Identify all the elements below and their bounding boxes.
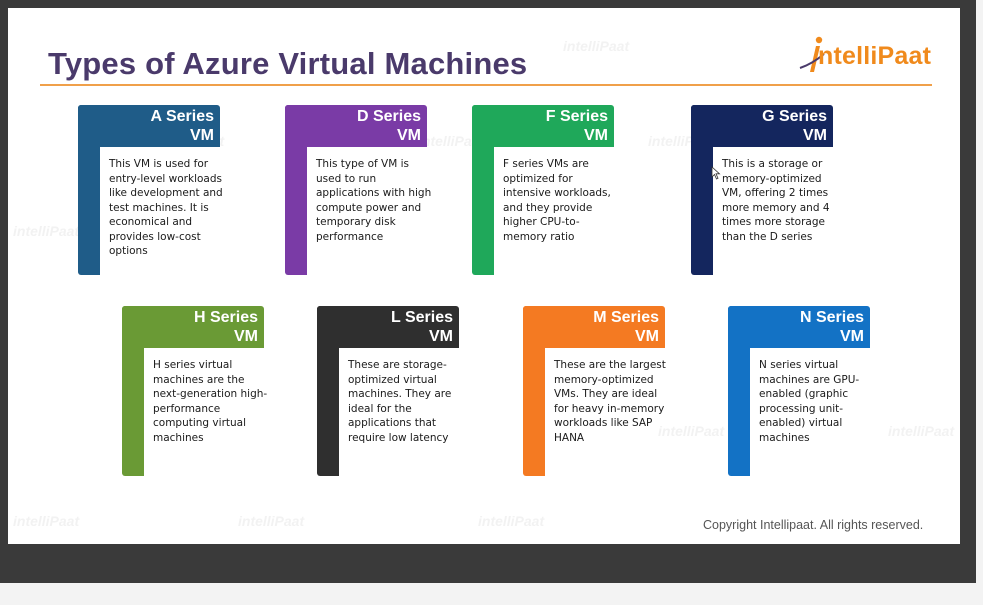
card-series-name: D Series bbox=[356, 108, 421, 125]
card-series-name: H Series bbox=[193, 309, 258, 326]
title-underline bbox=[40, 84, 932, 86]
card-accent-bar bbox=[285, 105, 307, 275]
card-accent-bar bbox=[317, 306, 339, 476]
card-vm-label: VM bbox=[635, 328, 659, 345]
card-vm-label: VM bbox=[584, 127, 608, 144]
card-accent-bar bbox=[472, 105, 494, 275]
card-accent-bar bbox=[122, 306, 144, 476]
card-description: This VM is used for entry-level workload… bbox=[109, 158, 223, 257]
card-accent-bar bbox=[691, 105, 713, 275]
card-vm-label: VM bbox=[840, 328, 864, 345]
card-description: H series virtual machines are the next-g… bbox=[153, 359, 268, 444]
card-vm-label: VM bbox=[397, 127, 421, 144]
intellipaat-logo: ntelliPaat bbox=[798, 34, 948, 82]
watermark: intelliPaat bbox=[478, 513, 545, 529]
card-description: This type of VM is used to run applicati… bbox=[316, 158, 432, 243]
video-frame: intelliPaat intelliPaat intelliPaat inte… bbox=[0, 0, 976, 583]
slide-title: Types of Azure Virtual Machines bbox=[48, 46, 528, 81]
card-vm-label: VM bbox=[190, 127, 214, 144]
card-series-name: L Series bbox=[391, 309, 453, 326]
watermark: intelliPaat bbox=[13, 513, 80, 529]
watermark: intelliPaat bbox=[888, 423, 955, 439]
watermark: intelliPaat bbox=[238, 513, 305, 529]
card-series-name: N Series bbox=[799, 309, 864, 326]
card-vm-label: VM bbox=[429, 328, 453, 345]
card-series-name: F Series bbox=[545, 108, 608, 125]
card-description: F series VMs are optimized for intensive… bbox=[503, 158, 611, 243]
copyright-notice: Copyright Intellipaat. All rights reserv… bbox=[703, 518, 924, 532]
card-description: N series virtual machines are GPU-enable… bbox=[759, 359, 860, 444]
card-accent-bar bbox=[523, 306, 545, 476]
mouse-cursor-icon bbox=[711, 166, 721, 180]
card-description: These are storage-optimized virtual mach… bbox=[348, 359, 452, 444]
watermark: intelliPaat bbox=[658, 423, 725, 439]
card-series-name: A Series bbox=[150, 108, 214, 125]
slide: intelliPaat intelliPaat intelliPaat inte… bbox=[8, 8, 960, 544]
watermark: intelliPaat bbox=[13, 223, 80, 239]
card-accent-bar bbox=[78, 105, 100, 275]
card-description: This is a storage or memory-optimized VM… bbox=[722, 158, 830, 243]
card-description: These are the largest memory-optimized V… bbox=[554, 359, 666, 444]
card-vm-label: VM bbox=[803, 127, 827, 144]
watermark: intelliPaat bbox=[563, 38, 630, 54]
card-accent-bar bbox=[728, 306, 750, 476]
card-series-name: G Series bbox=[762, 108, 827, 125]
card-vm-label: VM bbox=[234, 328, 258, 345]
card-series-name: M Series bbox=[593, 309, 659, 326]
watermark: intelliPaat bbox=[418, 133, 485, 149]
intellipaat-logo-icon bbox=[799, 36, 825, 72]
logo-text: ntelliPaat bbox=[818, 42, 932, 70]
